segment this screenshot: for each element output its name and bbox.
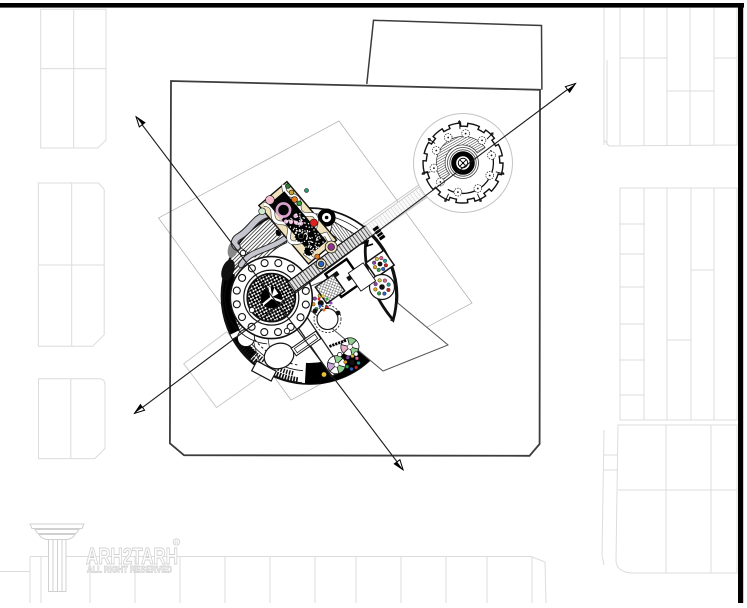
- svg-text:R: R: [175, 540, 179, 546]
- svg-text:ALL RIGHT RESERVED: ALL RIGHT RESERVED: [87, 565, 172, 575]
- svg-text:ARH2TARH: ARH2TARH: [86, 543, 178, 569]
